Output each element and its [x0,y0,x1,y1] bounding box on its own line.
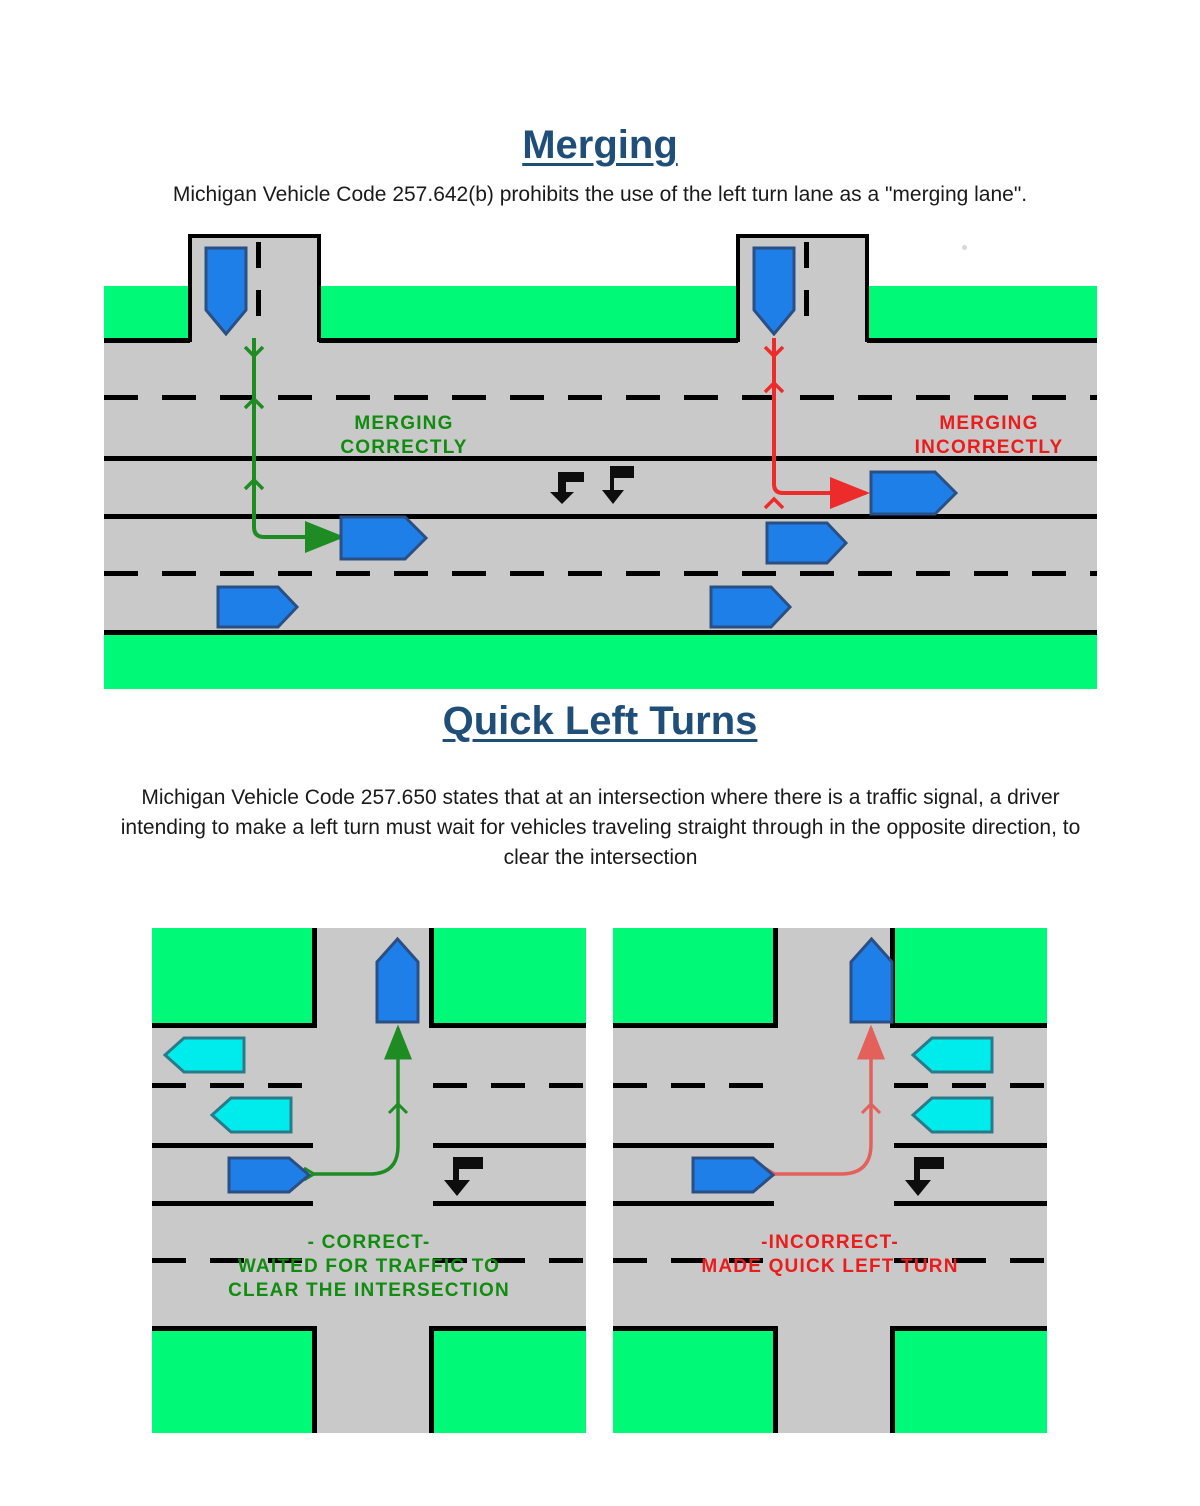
lane-dashed-west-upper [613,1083,774,1088]
grass-corner-se [894,1329,1047,1433]
vehicle-through-northbound [849,936,894,1024]
center-turn-lane-arrow-right [594,462,636,508]
edge-sw-vertical [773,1326,778,1433]
vehicle-merging-incorrectly-target [869,470,959,516]
grass-corner-se [433,1329,586,1433]
lane-solid-east-upper [894,1143,1047,1148]
vehicle-side-road-left [204,246,248,336]
vehicle-merging-correctly-target [339,515,429,561]
grass-corner-sw [152,1329,313,1433]
lane-solid-west-lower [152,1201,313,1206]
lane-divider-dashed-upper [104,395,1097,400]
quick-left-turns-section-paragraph: Michigan Vehicle Code 257.650 states tha… [120,786,1081,869]
vehicle-through-northbound [375,936,420,1024]
left-turn-pavement-marking [900,1153,948,1199]
lane-dashed-west-lower [152,1258,313,1263]
edge-se-horizontal [890,1326,1047,1331]
intersection-diagram-incorrect: -INCORRECT- MADE QUICK LEFT TURN [613,928,1047,1433]
main-road-edge-top-seg3 [867,338,1097,343]
grass-corner-sw [613,1329,774,1433]
vehicle-main-road-right-mid [765,521,849,565]
main-road-edge-top-seg1 [104,338,190,343]
lane-solid-east-lower [433,1201,586,1206]
side-road-right-centerline [804,242,809,332]
vehicle-oncoming-upper [162,1036,246,1074]
edge-ne-vertical [429,928,434,1028]
side-road-right-edge-east [865,234,869,342]
intersection-diagram-correct: - CORRECT- WAITED FOR TRAFFIC TO CLEAR T… [152,928,586,1433]
left-turn-pavement-marking [439,1153,487,1199]
edge-nw-horizontal [152,1023,317,1028]
edge-se-vertical [429,1326,434,1433]
correct-label: - CORRECT- WAITED FOR TRAFFIC TO CLEAR T… [228,1232,510,1301]
edge-sw-vertical [312,1326,317,1433]
edge-se-horizontal [429,1326,586,1331]
grass-corner-nw [613,928,774,1026]
lane-solid-east-lower [894,1201,1047,1206]
edge-nw-vertical [312,928,317,1028]
quick-left-turns-title-text: Quick Left Turns [442,699,758,743]
lane-dashed-west-lower [613,1258,774,1263]
vehicle-main-road-right-lower [709,585,793,629]
merging-correctly-label: MERGING CORRECTLY [340,413,468,458]
edge-nw-horizontal [613,1023,778,1028]
merging-title-text: Merging [522,123,678,167]
lane-dashed-east-lower [894,1258,1047,1263]
lane-dashed-east-lower [433,1258,586,1263]
image-artifact-speck [962,245,967,250]
vehicle-oncoming-lower [209,1096,293,1134]
side-road-left-edge-west [188,234,192,342]
main-road-edge-top-seg2 [319,338,738,343]
lane-solid-east-upper [433,1143,586,1148]
side-road-right-edge-north [736,234,869,238]
center-turn-lane-arrow-left [544,464,586,506]
lane-divider-dashed-lower [104,571,1097,576]
center-lane-line-upper [104,456,1097,461]
vehicle-oncoming-upper [910,1036,994,1074]
side-road-left-edge-east [317,234,321,342]
edge-sw-horizontal [152,1326,317,1331]
main-road-edge-bottom [104,630,1097,635]
merging-section-title: Merging [0,122,1200,168]
side-road-right-edge-west [736,234,740,342]
edge-se-vertical [890,1326,895,1433]
lane-solid-west-upper [613,1143,774,1148]
grass-strip-bottom [104,635,1097,689]
side-road-left-centerline [256,242,261,332]
lane-solid-west-lower [613,1201,774,1206]
merging-incorrectly-label: MERGING INCORRECTLY [914,413,1064,458]
grass-corner-ne [433,928,586,1026]
side-road-left-edge-north [188,234,321,238]
vehicle-main-road-left-lower [216,585,300,629]
lane-dashed-east-upper [894,1083,1047,1088]
vehicle-side-road-right [752,246,796,336]
lane-dashed-west-upper [152,1083,313,1088]
vehicle-turning-left [227,1156,312,1194]
edge-nw-vertical [773,928,778,1028]
edge-ne-horizontal [429,1023,586,1028]
lane-solid-west-upper [152,1143,313,1148]
edge-ne-horizontal [890,1023,1047,1028]
edge-sw-horizontal [613,1326,778,1331]
vehicle-oncoming-lower [910,1096,994,1134]
merging-diagram: MERGING CORRECTLY MERGING INCORRECTLY [104,234,1097,689]
quick-left-turns-section-title: Quick Left Turns [0,698,1200,744]
merging-section-paragraph: Michigan Vehicle Code 257.642(b) prohibi… [172,183,1028,206]
grass-corner-ne [894,928,1047,1026]
grass-corner-nw [152,928,313,1026]
incorrect-label: -INCORRECT- MADE QUICK LEFT TURN [701,1232,959,1277]
vehicle-turning-left [691,1156,776,1194]
lane-dashed-east-upper [433,1083,586,1088]
center-lane-line-lower [104,514,1097,519]
